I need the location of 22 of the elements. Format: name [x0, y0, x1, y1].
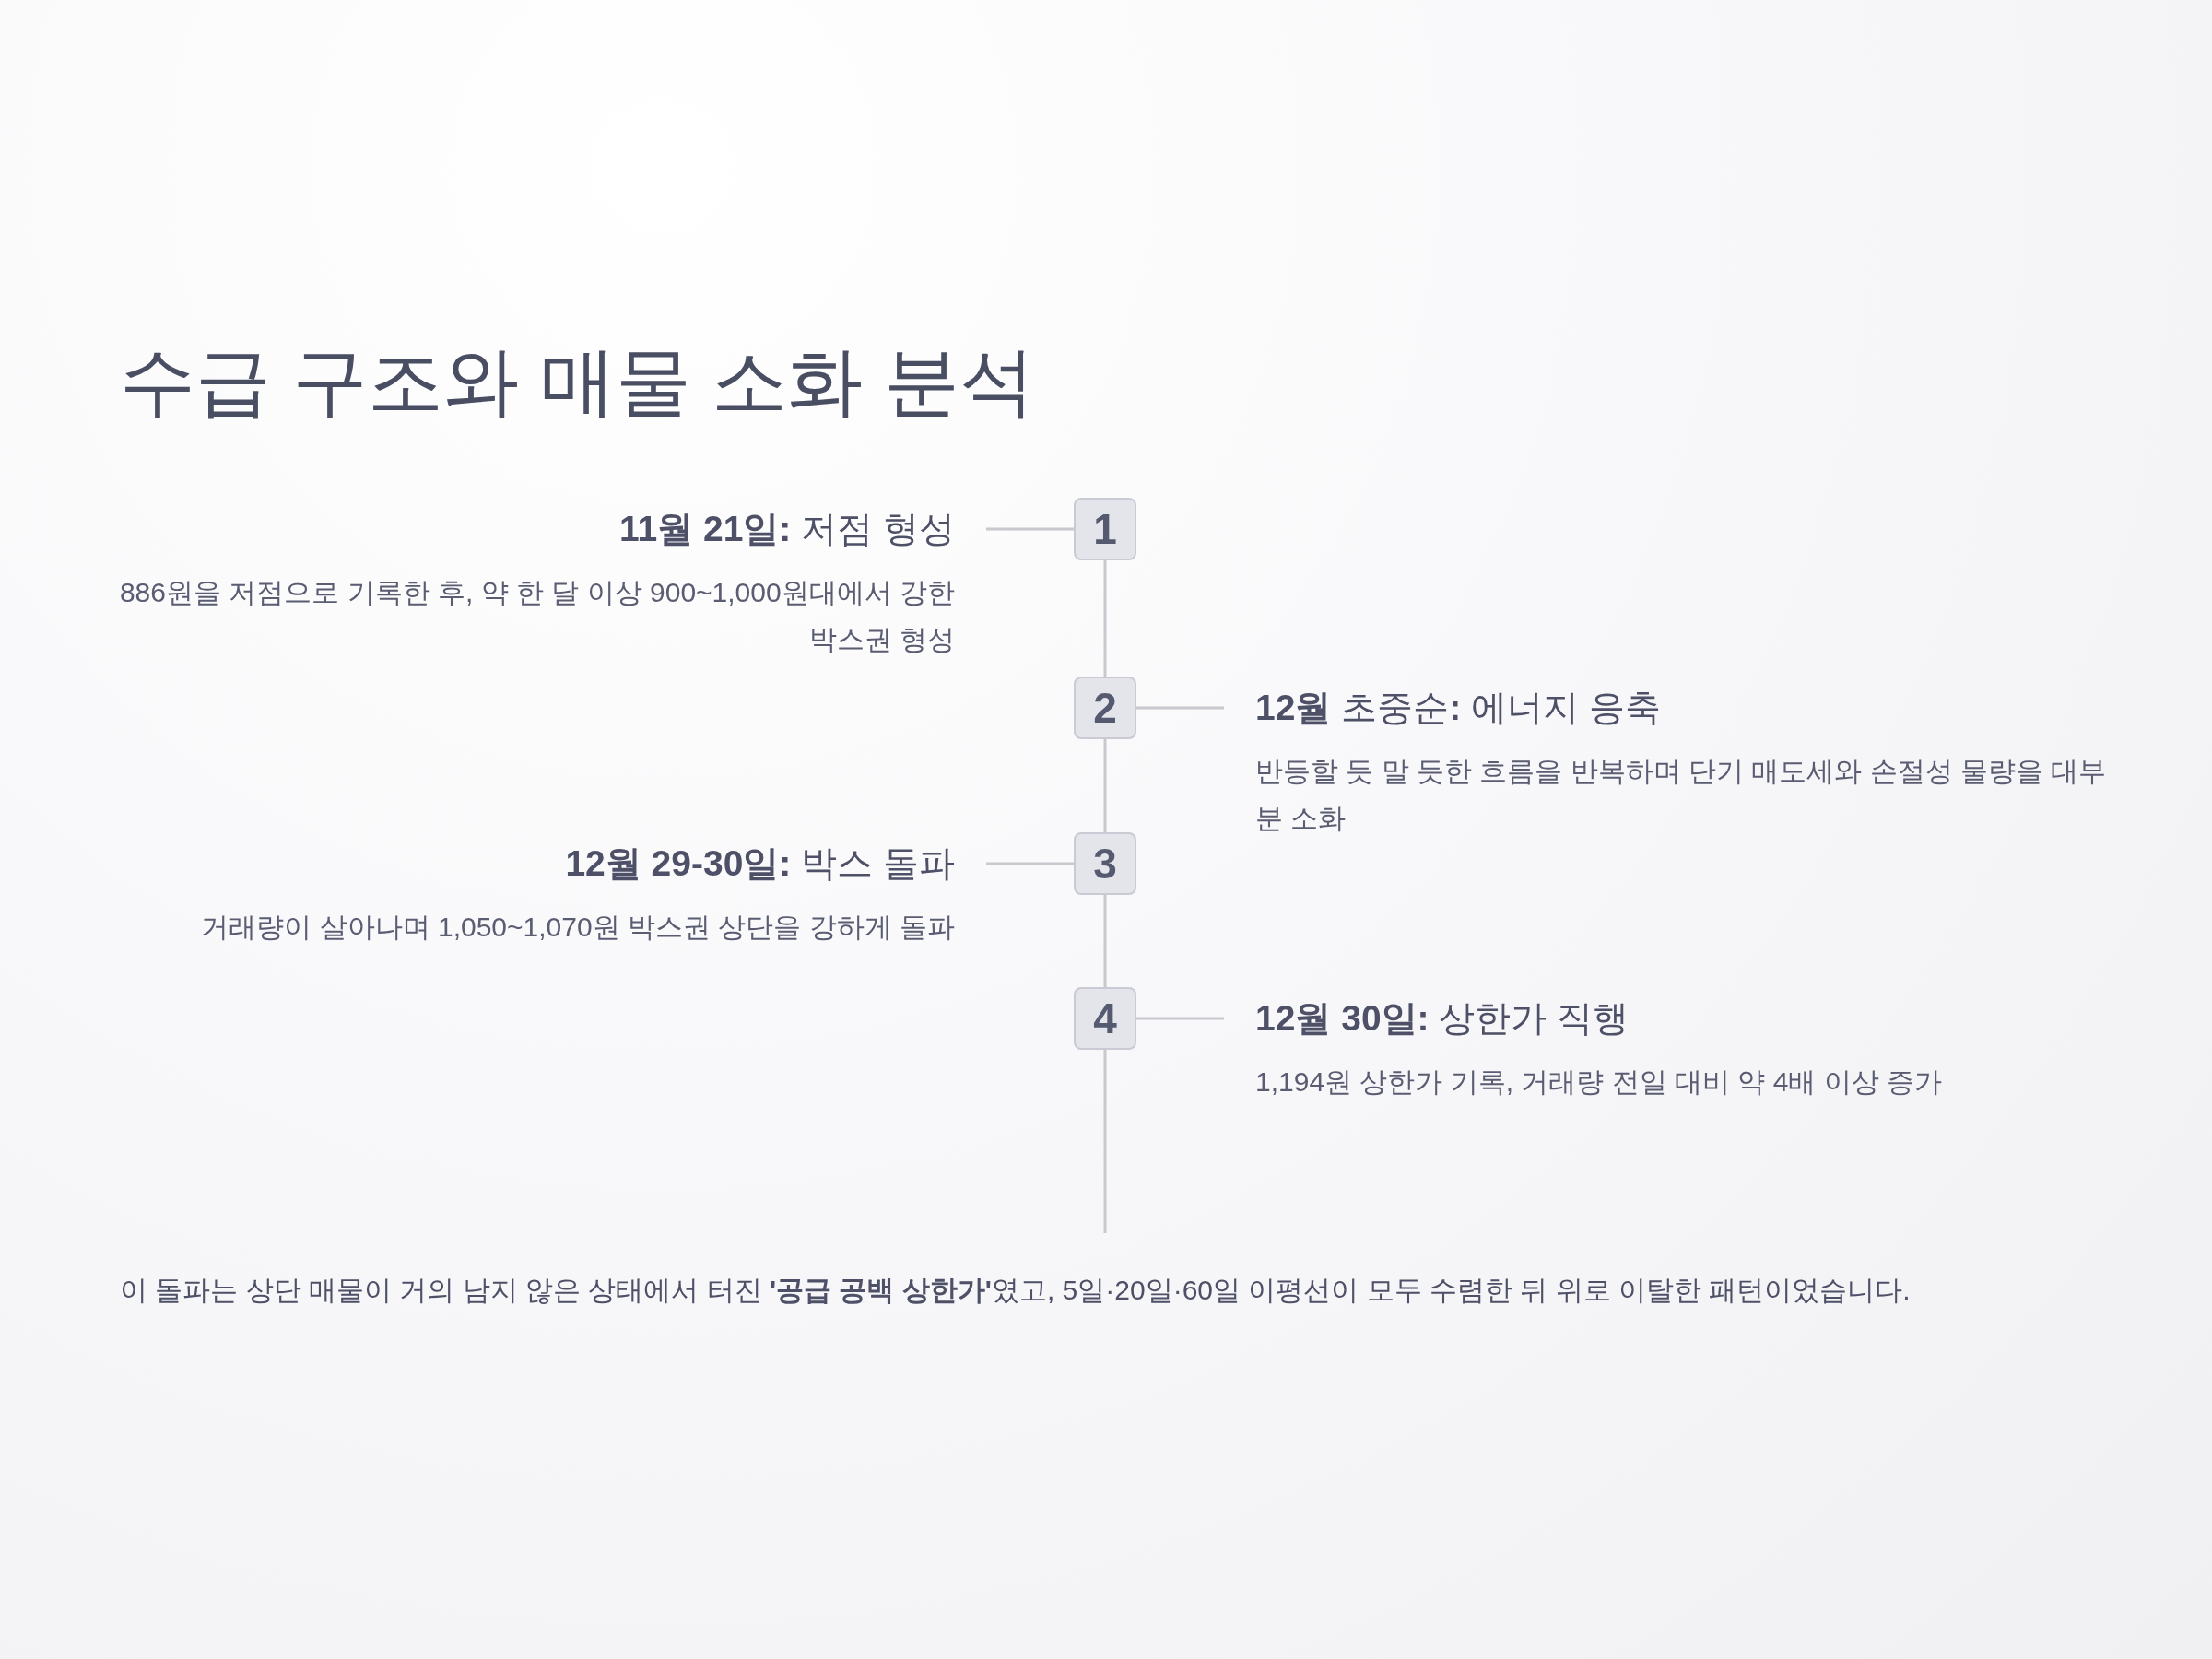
event-description: 886원을 저점으로 기록한 후, 약 한 달 이상 900~1,000원대에서 강한 박스권 형성 — [118, 576, 955, 656]
event-heading: 12월 30일: 상한가 직행 — [1255, 997, 1630, 1040]
connector-line — [1136, 1017, 1224, 1020]
step-number-box: 3 — [1074, 832, 1136, 895]
connector-line — [1136, 706, 1224, 710]
step-number-box: 1 — [1074, 498, 1136, 560]
step-number-box: 2 — [1074, 677, 1136, 739]
connector-line — [986, 862, 1074, 865]
event-heading: 11월 21일: 저점 형성 — [618, 508, 955, 550]
timeline-line — [1103, 560, 1107, 677]
timeline-line — [1103, 1050, 1107, 1233]
event-description: 1,194원 상한가 기록, 거래량 전일 대비 약 4배 이상 증가 — [1255, 1065, 1944, 1099]
step-number-box: 4 — [1074, 987, 1136, 1050]
event-description: 거래량이 살아나며 1,050~1,070원 박스권 상단을 강하게 돌파 — [200, 911, 955, 944]
timeline-line — [1103, 895, 1107, 987]
event-heading: 12월 29-30일: 박스 돌파 — [564, 842, 955, 885]
event-heading: 12월 초중순: 에너지 응축 — [1255, 687, 1662, 729]
title: 수급 구조와 매물 소화 분석 — [120, 338, 1036, 425]
connector-line — [986, 527, 1074, 531]
footnote-text: 이 돌파는 상단 매물이 거의 남지 않은 상태에서 터진 '공급 공백 상한가'였고, 5일·20일·60일 이평선이 모두 수렴한 뒤 위로 이탈한 패턴이었습니다. — [120, 1274, 1911, 1307]
timeline-line — [1103, 739, 1107, 832]
event-description: 반등할 듯 말 듯한 흐름을 반복하며 단기 매도세와 손절성 물량을 대부분 소화 — [1255, 755, 2108, 835]
